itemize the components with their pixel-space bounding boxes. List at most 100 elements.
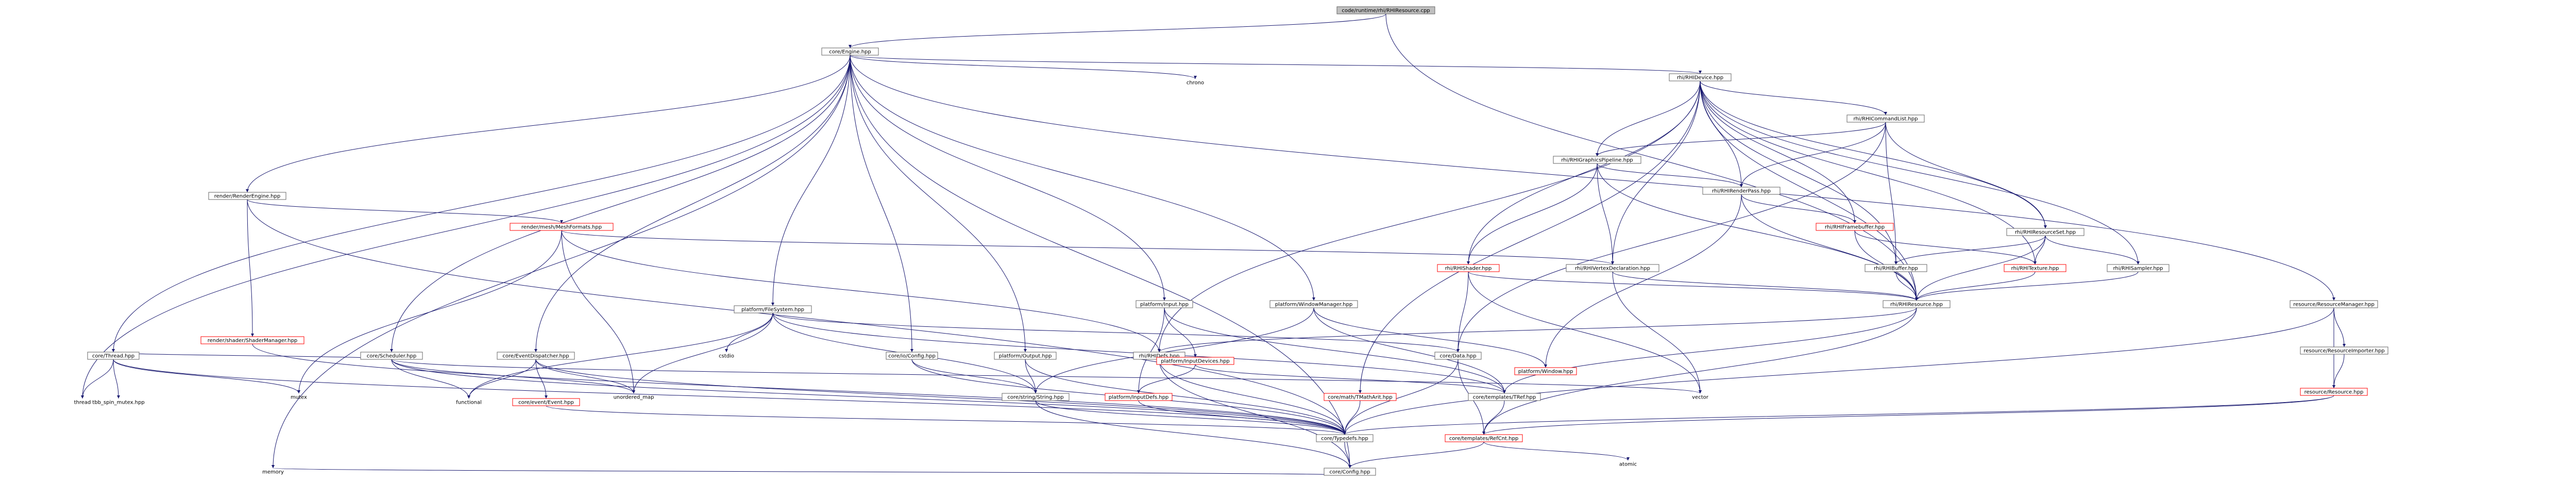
dependency-edge [726,312,773,353]
arrowhead-icon [1163,297,1166,301]
dependency-edge [1458,122,1886,353]
dependency-edge [535,359,634,394]
graph-node-cstring[interactable]: core/string/String.hpp [1002,393,1070,401]
graph-node-atomic: atomic [1619,462,1637,468]
graph-node-rhicmd[interactable]: rhi/RHICommandList.hpp [1846,114,1925,123]
graph-node-resimp[interactable]: resource/ResourceImporter.hpp [2300,346,2388,355]
dependency-edge [391,359,1701,394]
dependency-edge [1468,80,1701,265]
arrowhead-icon [2332,385,2335,388]
node-box [1702,187,1781,195]
graph-node-rhibuf[interactable]: rhi/RHIBuffer.hpp [1865,264,1927,272]
dependency-edge [772,55,851,306]
graph-node-resres[interactable]: resource/Resource.hpp [2300,388,2368,396]
dependency-edge [1138,364,1196,394]
graph-node-engine[interactable]: core/Engine.hpp [821,47,879,56]
graph-node-umap: unordered_map [614,395,654,401]
dependency-edge [850,55,1350,469]
arrowhead-icon [81,395,84,399]
arrowhead-icon [112,349,115,352]
graph-node-rhidevice[interactable]: rhi/RHIDevice.hpp [1669,73,1732,81]
arrowhead-icon [117,395,120,399]
graph-node-cdata[interactable]: core/Data.hpp [1434,352,1482,360]
graph-node-cevdisp[interactable]: core/EventDispatcher.hpp [497,352,575,360]
dependency-edge [2333,354,2345,389]
node-label: core/string/String.hpp [1007,395,1063,401]
node-label: core/io/Config.hpp [888,354,936,359]
node-box [1566,264,1659,272]
graph-node-csched[interactable]: core/Scheduler.hpp [360,352,423,360]
node-box [1336,6,1435,14]
graph-node-cmath[interactable]: core/math/TMathArit.hpp [1324,393,1397,401]
graph-node-ctypedefs[interactable]: core/Typedefs.hpp [1316,434,1374,442]
arrowhead-icon [1482,432,1485,435]
graph-node-shadermgr[interactable]: render/shader/ShaderManager.hpp [200,336,304,344]
dependency-edge [247,55,851,193]
node-box [1136,300,1193,308]
graph-node-fs[interactable]: platform/FileSystem.hpp [734,305,812,313]
node-label: render/mesh/MeshFormats.hpp [521,225,602,230]
graph-node-cthread[interactable]: core/Thread.hpp [87,352,140,360]
graph-node-render[interactable]: render/RenderEngine.hpp [208,192,286,200]
node-label: core/templates/TRef.hpp [1473,395,1536,401]
dependency-edge [1468,271,1701,394]
arrowhead-icon [1596,153,1599,156]
node-box [1002,393,1070,401]
dependency-edge [1700,80,2139,265]
arrowhead-icon [1544,364,1547,368]
graph-node-rhifb[interactable]: rhi/RHIFramebuffer.hpp [1816,223,1894,231]
dependency-edge [1504,307,1917,394]
dependency-edge [1458,271,1469,353]
graph-node-poutput[interactable]: platform/Output.hpp [994,352,1057,360]
dependency-edge [1035,400,1345,435]
dependency-edge [1035,400,1350,469]
node-box [2300,388,2368,396]
dependency-edge [561,230,634,394]
graph-node-rhishader[interactable]: rhi/RHIShader.hpp [1437,264,1500,272]
arrowhead-icon [1884,112,1887,115]
graph-node-cioconf[interactable]: core/io/Config.hpp [886,352,938,360]
graph-node-crefcnt[interactable]: core/templates/RefCnt.hpp [1445,434,1523,442]
node-box [1445,434,1523,442]
dependency-edge [561,230,1160,353]
graph-node-meshfmt[interactable]: render/mesh/MeshFormats.hpp [510,223,614,231]
graph-node-rhirp[interactable]: rhi/RHIRenderPass.hpp [1702,187,1781,195]
graph-node-pwin[interactable]: platform/Window.hpp [1514,367,1577,375]
arrowhead-icon [1343,432,1346,435]
graph-node-cconfig[interactable]: core/Config.hpp [1324,468,1376,476]
dependency-edge [850,55,1701,74]
node-label: rhi/RHIResource.hpp [1890,302,1943,308]
graph-node-root[interactable]: code/runtime/rhi/RHIResource.cpp [1336,6,1435,14]
dependency-edge [1483,307,1917,435]
arrowhead-icon [1853,220,1856,223]
arrowhead-icon [1034,390,1037,393]
dependency-edge [1597,163,1917,301]
graph-node-ctyperef[interactable]: core/templates/TRef.hpp [1468,393,1541,401]
graph-node-resmgr[interactable]: resource/ResourceManager.hpp [2290,300,2378,308]
graph-node-rhigp[interactable]: rhi/RHIGraphicsPipeline.hpp [1553,156,1641,164]
graph-node-pindev[interactable]: platform/InputDevices.hpp [1156,357,1234,365]
graph-node-rhitex[interactable]: rhi/RHITexture.hpp [2004,264,2066,272]
graph-node-pindefs[interactable]: platform/InputDefs.hpp [1105,393,1173,401]
graph-node-pwm[interactable]: platform/WindowManager.hpp [1269,300,1358,308]
graph-node-thread: thread [74,400,91,406]
arrowhead-icon [1024,349,1027,352]
arrowhead-icon [725,349,728,352]
dependency-edge [1885,122,1896,265]
node-box [510,223,614,231]
arrowhead-icon [771,303,774,306]
graph-node-rhisamp[interactable]: rhi/RHISampler.hpp [2107,264,2170,272]
graph-node-pinput[interactable]: platform/Input.hpp [1136,300,1193,308]
graph-node-rhivd[interactable]: rhi/RHIVertexDeclaration.hpp [1566,264,1659,272]
dependency-edge [82,55,851,399]
node-box [1553,156,1641,164]
graph-node-rhirs[interactable]: rhi/RHIResourceSet.hpp [2006,228,2084,236]
graph-node-rhires[interactable]: rhi/RHIResource.hpp [1883,300,1951,308]
node-label: platform/Input.hpp [1140,302,1189,308]
dependency-edge [1035,307,1314,394]
graph-node-cevent[interactable]: core/event/Event.hpp [512,398,580,406]
node-box [994,352,1057,360]
dependency-edge [1159,307,1917,353]
node-label: rhi/RHITexture.hpp [2011,266,2059,272]
node-box [1105,393,1173,401]
